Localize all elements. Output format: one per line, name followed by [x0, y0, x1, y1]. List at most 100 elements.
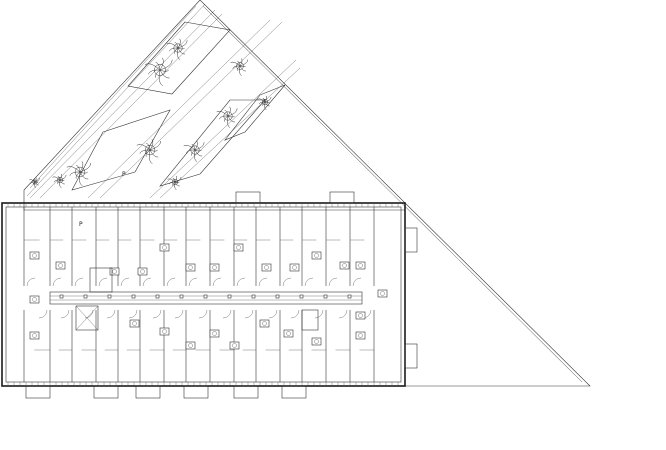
leaf — [239, 59, 248, 67]
fixture-basin — [188, 343, 193, 348]
leaf — [149, 149, 159, 158]
leaf — [144, 63, 161, 71]
planter-bed — [159, 99, 266, 187]
leaf — [149, 149, 158, 152]
leaf — [216, 111, 229, 117]
column — [83, 294, 88, 299]
tree-canopy — [230, 58, 248, 77]
leaf — [34, 177, 37, 183]
leaf — [148, 69, 161, 75]
fixtures — [29, 243, 388, 350]
leaf — [79, 171, 89, 180]
bathroom-fixture — [311, 337, 322, 346]
balcony-south — [135, 385, 161, 399]
door-swing — [120, 277, 130, 287]
door-swing — [328, 277, 338, 287]
leaf — [194, 142, 205, 151]
door-swing — [38, 309, 48, 319]
building-block — [1, 202, 406, 387]
bathroom-fixture — [29, 331, 40, 340]
tree-canopy — [66, 161, 91, 187]
balcony-south — [93, 385, 119, 399]
fixture-basin — [32, 333, 37, 338]
canopy-core — [236, 62, 244, 70]
fixture-box — [355, 331, 366, 340]
door-swing — [236, 277, 246, 287]
fixture-box — [355, 261, 366, 270]
leaf — [264, 101, 267, 111]
leaf — [159, 57, 164, 71]
fixture-basin — [32, 297, 37, 302]
fixture-box — [185, 341, 196, 350]
leaf — [177, 47, 181, 61]
fixture-basin — [358, 333, 363, 338]
fixture-basin — [212, 331, 217, 336]
fixture-basin — [140, 269, 145, 274]
fixture-box — [209, 329, 220, 338]
bathroom-fixture — [159, 243, 170, 252]
leaf — [69, 171, 81, 176]
fixture-basin — [162, 245, 167, 250]
leaf — [264, 95, 267, 103]
bathroom-fixture — [129, 319, 140, 328]
leaf — [232, 65, 241, 69]
fixture-box — [209, 263, 220, 272]
door-swing — [60, 309, 70, 319]
fixture-box — [261, 263, 272, 272]
leaf — [264, 101, 270, 103]
leaf — [177, 47, 186, 55]
balcony-east — [404, 343, 418, 369]
bathroom-fixture — [159, 327, 170, 336]
leaf — [219, 115, 229, 120]
leaf — [59, 173, 62, 181]
bathroom-fixture — [339, 261, 350, 270]
path-edge — [87, 19, 271, 199]
door-swing — [290, 309, 300, 319]
door-swing — [152, 309, 162, 319]
door-swing — [26, 277, 36, 287]
door-swing — [188, 277, 198, 287]
fixture-box — [137, 267, 148, 276]
bathroom-fixture — [209, 329, 220, 338]
bathroom-fixture — [185, 263, 196, 272]
door-swing — [212, 277, 222, 287]
balcony-east — [404, 227, 418, 253]
stair-core-east — [301, 309, 319, 331]
door-swing — [84, 309, 94, 319]
leaf — [194, 149, 203, 157]
door-swing — [244, 309, 254, 319]
leaf — [59, 179, 65, 185]
plaza-outline — [23, 0, 591, 387]
fixture-box — [109, 267, 120, 276]
leaf — [159, 69, 169, 72]
leaf — [239, 58, 243, 67]
leaf — [155, 62, 161, 71]
leaf — [59, 179, 62, 189]
planter-bed — [71, 109, 171, 191]
fixture-box — [311, 251, 322, 260]
stair-label-bottom: P — [79, 221, 83, 228]
door-swing — [258, 277, 268, 287]
fixture-basin — [112, 269, 117, 274]
canopy-core — [261, 98, 269, 106]
balcony-north — [235, 191, 261, 204]
leaf — [29, 179, 36, 183]
canopy-core — [32, 179, 38, 185]
leaf — [174, 181, 180, 187]
leaf — [227, 115, 236, 123]
bathroom-fixture — [377, 289, 388, 298]
column — [107, 294, 112, 299]
leaf — [227, 106, 231, 117]
canopy-core — [74, 166, 86, 178]
leaf — [139, 149, 151, 154]
fixture-box — [233, 243, 244, 252]
path-edge — [99, 21, 283, 199]
fixture-basin — [232, 343, 237, 348]
door-swing — [352, 277, 362, 287]
bathroom-fixture — [283, 329, 294, 338]
canopy-core — [173, 43, 183, 53]
leaf — [53, 179, 61, 183]
fixture-basin — [262, 321, 267, 326]
tree-canopy — [166, 38, 188, 61]
canopy-core — [171, 178, 179, 186]
